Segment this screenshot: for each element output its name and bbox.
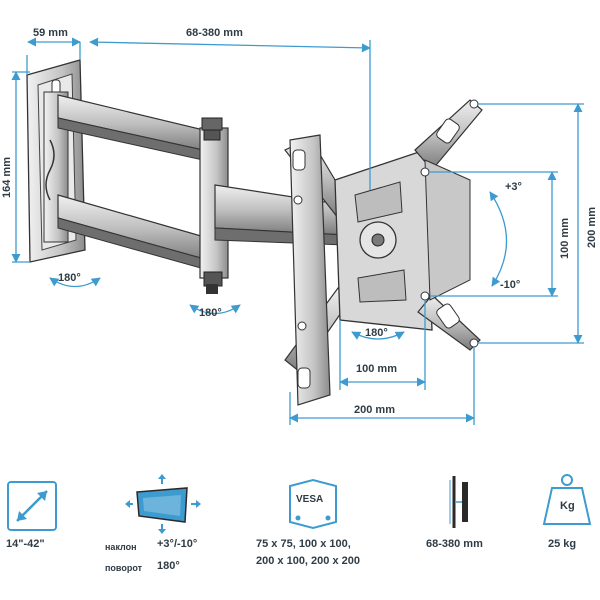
tilt-value: +3°/-10° [157,538,198,550]
dim-wall-depth: 59 mm [33,27,68,39]
diagonal-arrow-icon [7,481,57,531]
tilt-label: наклон [105,542,137,552]
swivel-value: 180° [157,560,180,572]
vesa-line-2: 200 x 100, 200 x 200 [256,555,360,567]
dim-arm-extension: 68-380 mm [186,27,243,39]
tilt-down-label: -10° [500,279,520,291]
load-value: 25 kg [548,538,577,550]
arm-lower [57,194,216,273]
rotation-arm-label: 180° [199,307,222,319]
spec-row: 14"-42" наклон +3°/-10° поворот 180° VES… [0,470,600,600]
vesa-plate [284,99,483,406]
depth-value: 68-380 mm [426,538,483,550]
vesa-badge: VESA [296,494,324,505]
weight-badge: Kg [560,500,575,512]
tilt-up-label: +3° [505,181,522,193]
dim-vesa-outer-height: 200 mm [586,207,598,248]
dim-vesa-inner-width: 100 mm [356,363,397,375]
dimension-lines [11,37,584,425]
rotation-plate-label: 180° [365,327,388,339]
vesa-icon [289,478,337,530]
mount-diagram: 59 mm 68-380 mm 164 mm 200 mm 100 mm 100… [1,27,598,425]
screen-size-value: 14"-42" [6,538,45,550]
vesa-line-1: 75 x 75, 100 x 100, [256,538,351,550]
rotation-wall-label: 180° [58,272,81,284]
dim-wall-height: 164 mm [1,157,13,198]
depth-icon [449,476,468,528]
dim-vesa-inner-height: 100 mm [559,218,571,259]
tilt-icon [125,474,201,534]
weight-icon [542,474,592,525]
swivel-label: поворот [105,563,143,573]
dim-vesa-outer-width: 200 mm [354,404,395,416]
